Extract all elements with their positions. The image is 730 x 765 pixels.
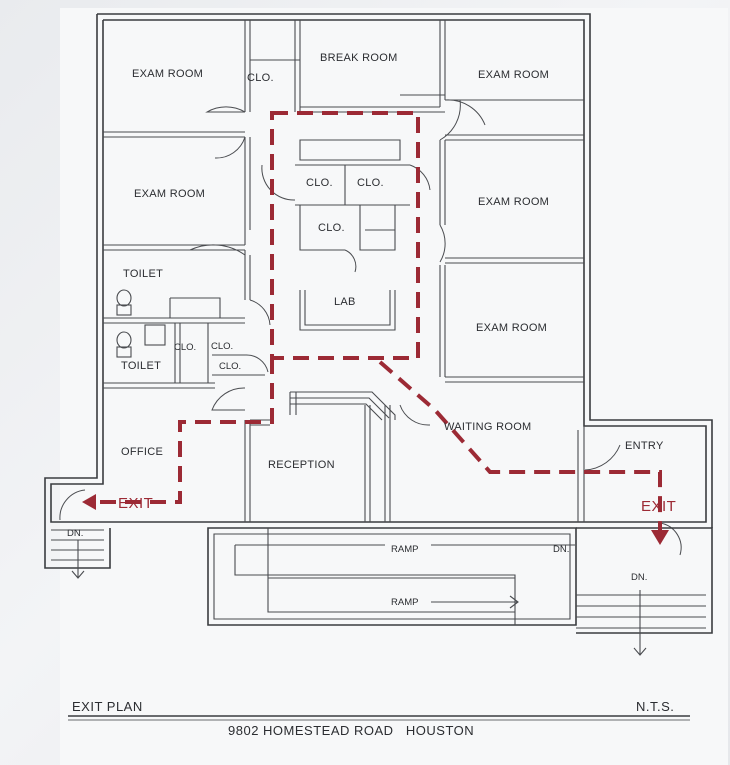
label-dn-left: DN.	[67, 528, 83, 539]
label-clo-6: CLO.	[211, 341, 233, 352]
interior-walls	[103, 20, 585, 522]
paper-sheet	[60, 8, 728, 765]
label-entry: ENTRY	[625, 440, 664, 452]
label-clo-7: CLO.	[219, 361, 241, 372]
label-exam-room-2: EXAM ROOM	[478, 69, 549, 81]
label-clo-5: CLO.	[174, 342, 196, 353]
exit-arrow-down-icon	[651, 530, 669, 545]
label-clo-1: CLO.	[247, 72, 274, 84]
stairs-and-ramps	[44, 527, 713, 656]
exit-arrows	[82, 494, 669, 545]
room-labels: EXAM ROOM BREAK ROOM EXAM ROOM EXAM ROOM…	[121, 52, 664, 471]
label-clo-2: CLO.	[306, 177, 333, 189]
toilet-fixtures	[116, 289, 166, 358]
label-dn-ramp: DN.	[553, 544, 569, 555]
label-dn-right: DN.	[631, 572, 647, 583]
label-reception: RECEPTION	[268, 459, 335, 471]
closet-labels: CLO. CLO. CLO. CLO. CLO. CLO. CLO.	[174, 72, 384, 372]
label-lab: LAB	[334, 296, 356, 308]
label-exam-room-3: EXAM ROOM	[134, 188, 205, 200]
label-exam-room-5: EXAM ROOM	[476, 322, 547, 334]
exit-route	[95, 111, 662, 535]
label-clo-4: CLO.	[318, 222, 345, 234]
label-ramp-2: RAMP	[391, 597, 418, 608]
outer-walls	[44, 13, 713, 528]
footer-scale: N.T.S.	[636, 699, 674, 714]
label-break-room: BREAK ROOM	[320, 52, 398, 64]
label-clo-3: CLO.	[357, 177, 384, 189]
label-exit-left: EXIT	[118, 495, 153, 512]
label-toilet-2: TOILET	[121, 360, 161, 372]
exit-labels: EXIT EXIT	[118, 495, 676, 515]
footer-address: 9802 HOMESTEAD ROAD HOUSTON	[228, 723, 474, 738]
label-office: OFFICE	[121, 446, 163, 458]
exit-arrow-left-icon	[82, 494, 96, 510]
stair-ramp-labels: DN. DN. DN. RAMP RAMP	[67, 528, 647, 608]
label-toilet-1: TOILET	[123, 268, 163, 280]
plan-footer: EXIT PLAN N.T.S. 9802 HOMESTEAD ROAD HOU…	[68, 699, 690, 738]
footer-title: EXIT PLAN	[72, 699, 143, 714]
label-waiting-room: WAITING ROOM	[444, 421, 532, 433]
label-ramp-1: RAMP	[391, 544, 418, 555]
label-exam-room-1: EXAM ROOM	[132, 68, 203, 80]
label-exam-room-4: EXAM ROOM	[478, 196, 549, 208]
label-exit-right: EXIT	[641, 498, 676, 515]
